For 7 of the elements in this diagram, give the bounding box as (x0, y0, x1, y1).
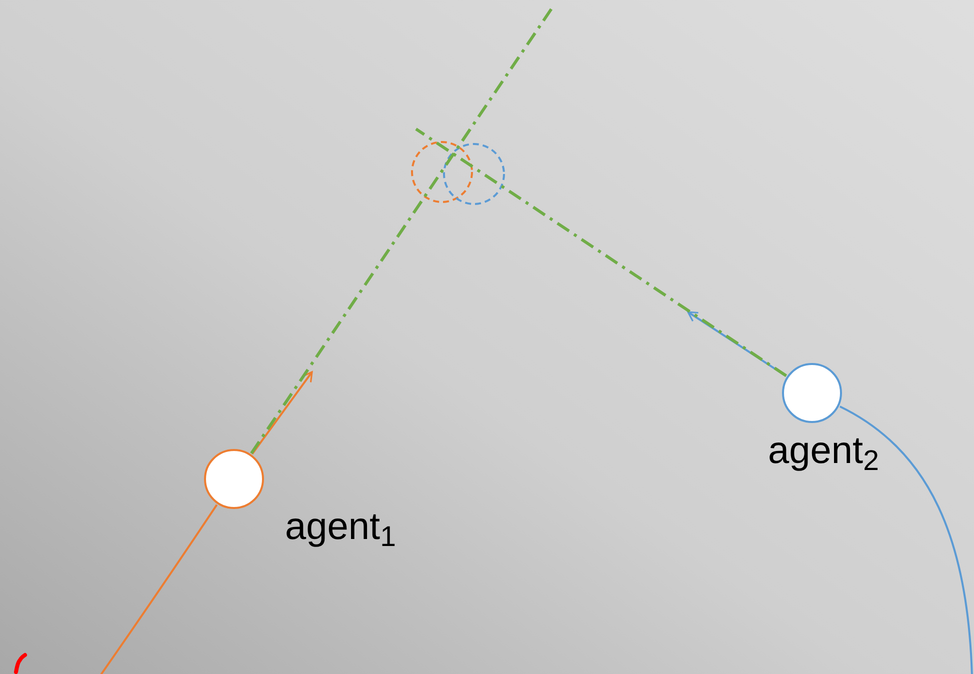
trajectory-line (839, 406, 973, 674)
agent-label: agent$_{1}$ (285, 508, 396, 546)
trajectory-line (99, 504, 218, 674)
extension-line (250, 7, 554, 454)
extension-line (415, 128, 788, 378)
agent-label: agent$_{2}$ (768, 432, 879, 470)
velocity-arrow (251, 371, 313, 455)
